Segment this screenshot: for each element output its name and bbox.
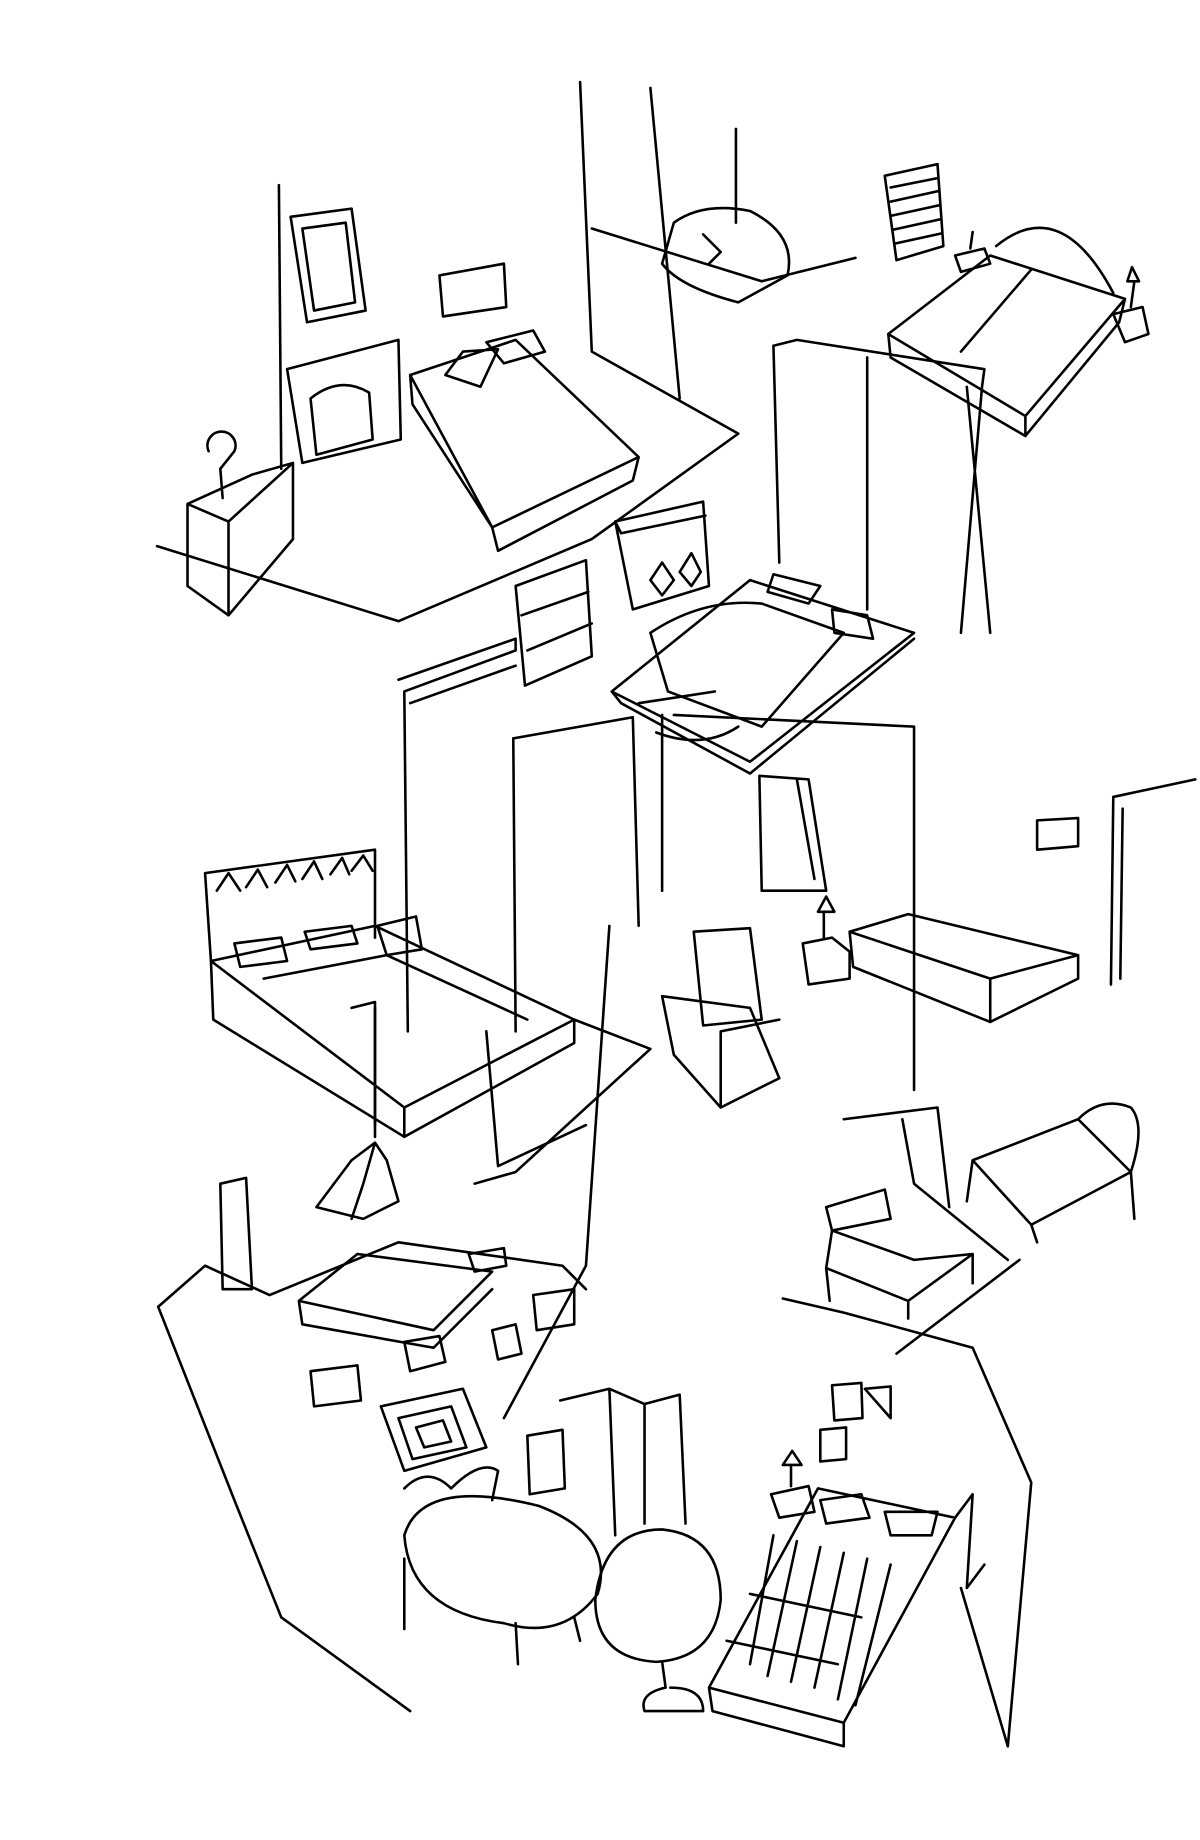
room-lower-left — [156, 924, 611, 1713]
plant — [315, 1006, 400, 1221]
dressing-chair — [660, 926, 781, 1109]
room-lower-right — [781, 1102, 1140, 1748]
nightstand-with-lamp — [186, 430, 295, 617]
striped-bed — [707, 1487, 957, 1748]
wall-picture — [1035, 816, 1080, 851]
iron-bed — [965, 1102, 1140, 1244]
shelf-unit — [613, 500, 711, 611]
fireplace — [285, 338, 403, 465]
boxes — [403, 1246, 576, 1373]
square-rug — [379, 1387, 488, 1473]
wall-picture — [438, 262, 508, 318]
nightstand — [376, 915, 424, 957]
rug — [473, 1018, 652, 1185]
wall-lines — [155, 80, 740, 623]
dresser — [514, 558, 594, 687]
room-middle-left — [203, 637, 916, 1221]
nightstand-with-lamp — [801, 895, 851, 986]
headboard — [203, 848, 377, 963]
wall-lines — [953, 1492, 1010, 1748]
frames — [819, 1381, 892, 1463]
door-frame — [772, 338, 992, 635]
wall-lines — [781, 1106, 1033, 1748]
day-bed — [824, 1188, 974, 1320]
pendant-lamp — [660, 206, 791, 304]
bed-simple — [848, 912, 1080, 1024]
mirror — [289, 207, 367, 324]
window-shutter — [883, 162, 945, 262]
wall-lines — [156, 924, 611, 1713]
nightstand-with-lamp — [769, 1449, 816, 1519]
wall-picture — [309, 1364, 363, 1408]
nightstands-with-lamps — [953, 230, 1150, 344]
low-bed — [297, 1252, 494, 1350]
bed-top-right — [886, 226, 1127, 438]
window-curtain — [758, 774, 828, 892]
room-bottom — [403, 1381, 1010, 1748]
wall-lines — [397, 637, 916, 1092]
round-table — [594, 1528, 722, 1713]
door — [1109, 778, 1197, 986]
room-middle-right — [660, 774, 1197, 1109]
table — [403, 1494, 603, 1666]
wall-lines — [590, 86, 857, 400]
bed-top-left — [408, 329, 640, 553]
floating-bed — [610, 572, 916, 775]
room-top-left — [155, 80, 740, 687]
room-top-right — [590, 86, 1150, 635]
wall-panels — [526, 1387, 687, 1537]
chairs — [403, 1466, 500, 1502]
bed-middle-left — [209, 924, 576, 1139]
bed-unmade — [610, 572, 916, 775]
